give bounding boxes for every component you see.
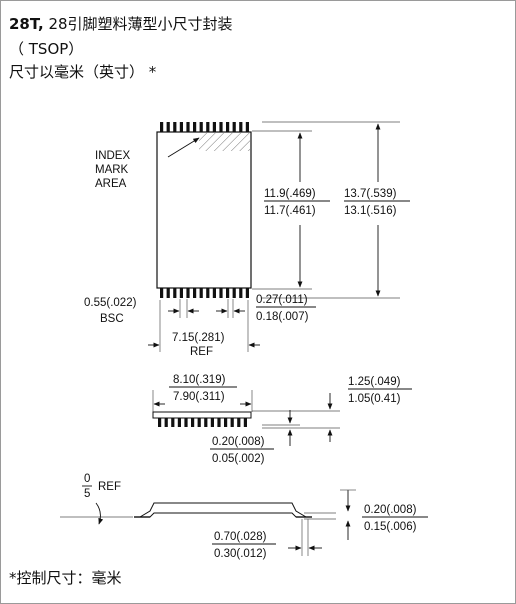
lead-side [204,418,208,427]
lead-side [243,418,247,427]
lead-side [237,418,241,427]
lead-top [239,122,243,132]
foot-070-top: 0.70(.028) [214,531,267,543]
lead-side [210,418,214,427]
index-label-2: MARK [95,164,129,176]
lead-w-bot: 0.18(.007) [256,311,309,323]
lead-side [158,418,162,427]
lead-side [217,418,221,427]
h-125-bot: 1.05(0.41) [348,393,401,405]
lead-top [212,122,216,132]
lead-side [230,418,234,427]
angle-bot: 5 [84,488,90,500]
lead-top [199,122,203,132]
ref-715-bot: REF [190,346,213,358]
title-line-2: （ TSOP） [9,40,84,58]
lead-side [177,418,181,427]
foot-070-bot: 0.30(.012) [214,548,267,560]
bottom-leads [160,288,249,298]
lead-bottom [239,288,243,298]
th-020-bot: 0.15(.006) [364,521,417,533]
lead-top [179,122,183,132]
lead-bottom [199,288,203,298]
dim-11-bot: 11.7(.461) [264,205,316,217]
lead-w-top: 0.27(.011) [256,294,308,306]
index-label-3: AREA [95,178,127,190]
title-part-code: 28T, [9,15,44,33]
lead-top [186,122,190,132]
title-line-1: 28T, 28引脚塑料薄型小尺寸封装 [9,14,233,34]
pitch-top: 0.55(.022) [84,297,137,309]
lead-bottom [206,288,210,298]
lead-bottom [186,288,190,298]
lead-top [206,122,210,132]
lead-bottom [160,288,164,298]
lead-side [171,418,175,427]
title-part-desc: 28引脚塑料薄型小尺寸封装 [43,15,233,33]
lead-top [173,122,177,132]
lead-bottom [245,288,249,298]
pitch-bot: BSC [100,313,124,325]
lead-top [245,122,249,132]
footer-note: *控制尺寸：毫米 [9,569,122,587]
dim-13-top: 13.7(.539) [344,188,397,200]
top-view: INDEX MARK AREA 11.9(.469) 11.7(.461) 13… [84,121,410,358]
h-125-top: 1.25(.049) [348,376,401,388]
end-view: 0 5 REF 0.20(.008) 0.15(.006) 0.70(.028)… [60,473,428,560]
lead-side [184,418,188,427]
top-leads [160,122,249,132]
package-body [156,131,252,289]
lead-bottom [173,288,177,298]
lead-top [193,122,197,132]
lead-top [232,122,236,132]
lead-bottom [179,288,183,298]
side-view: 8.10(.319) 7.90(.311) 1.25(.049) 1.05(0.… [152,374,412,465]
index-label-1: INDEX [95,150,130,162]
len-810-bot: 7.90(.311) [173,391,225,403]
lead-bottom [226,288,230,298]
end-body [138,502,308,518]
lead-side [164,418,168,427]
lead-side [191,418,195,427]
so-020-bot: 0.05(.002) [212,453,265,465]
side-leads [158,418,247,427]
side-body [152,411,252,419]
index-mark-area [199,133,250,151]
dim-13-bot: 13.1(.516) [344,205,397,217]
lead-top [160,122,164,132]
angle-top: 0 [84,473,90,485]
lead-top [226,122,230,132]
title-line-3: 尺寸以毫米（英寸） * [9,63,157,81]
lead-bottom [219,288,223,298]
lead-bottom [232,288,236,298]
ref-715-top: 7.15(.281) [172,332,225,344]
angle-ref: REF [98,481,121,493]
lead-side [197,418,201,427]
dim-11-top: 11.9(.469) [264,188,316,200]
lead-top [219,122,223,132]
lead-side [224,418,228,427]
len-810-top: 8.10(.319) [173,374,226,386]
lead-bottom [193,288,197,298]
index-leader [167,137,200,158]
so-020-top: 0.20(.008) [212,436,265,448]
lead-bottom [212,288,216,298]
lead-bottom [166,288,170,298]
th-020-top: 0.20(.008) [364,504,417,516]
lead-top [166,122,170,132]
